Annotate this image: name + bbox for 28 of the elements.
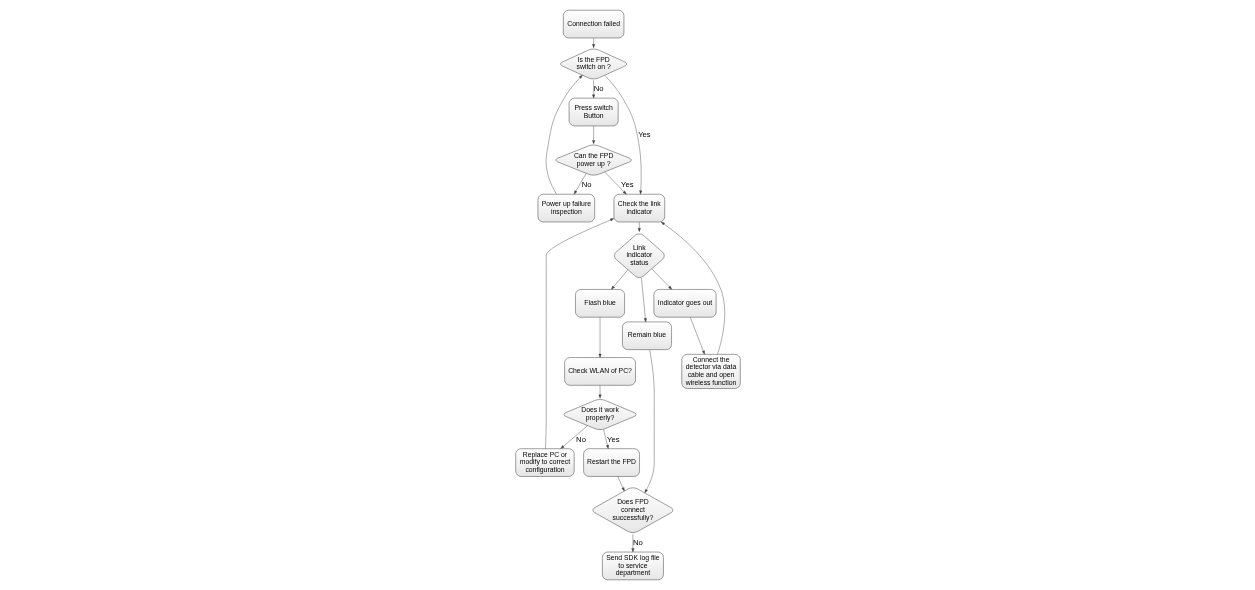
arrow <box>591 125 595 144</box>
edge-label: No <box>593 84 603 94</box>
arrow <box>598 385 601 399</box>
edge-label: No <box>575 434 586 444</box>
edge-label: No <box>632 537 643 547</box>
arrow <box>603 171 626 195</box>
arrow <box>560 425 588 449</box>
arrow <box>631 534 634 553</box>
arrow <box>644 349 654 494</box>
arrow <box>591 80 595 99</box>
arrow <box>544 218 614 449</box>
edge-label: Yes <box>606 434 620 444</box>
arrow <box>637 221 641 232</box>
arrow <box>602 429 609 449</box>
edge-label: Yes <box>620 180 634 190</box>
arrow <box>573 173 586 195</box>
arrow <box>604 75 642 195</box>
arrow <box>610 269 628 290</box>
edge-label: No <box>581 180 591 190</box>
edge-label: Yes <box>637 129 651 139</box>
arrow <box>651 268 672 290</box>
arrow <box>591 37 595 48</box>
arrow <box>617 476 625 492</box>
arrow <box>640 277 647 323</box>
arrow <box>598 317 601 358</box>
arrow <box>545 74 583 195</box>
arrow <box>689 317 705 355</box>
arrow <box>660 221 725 355</box>
